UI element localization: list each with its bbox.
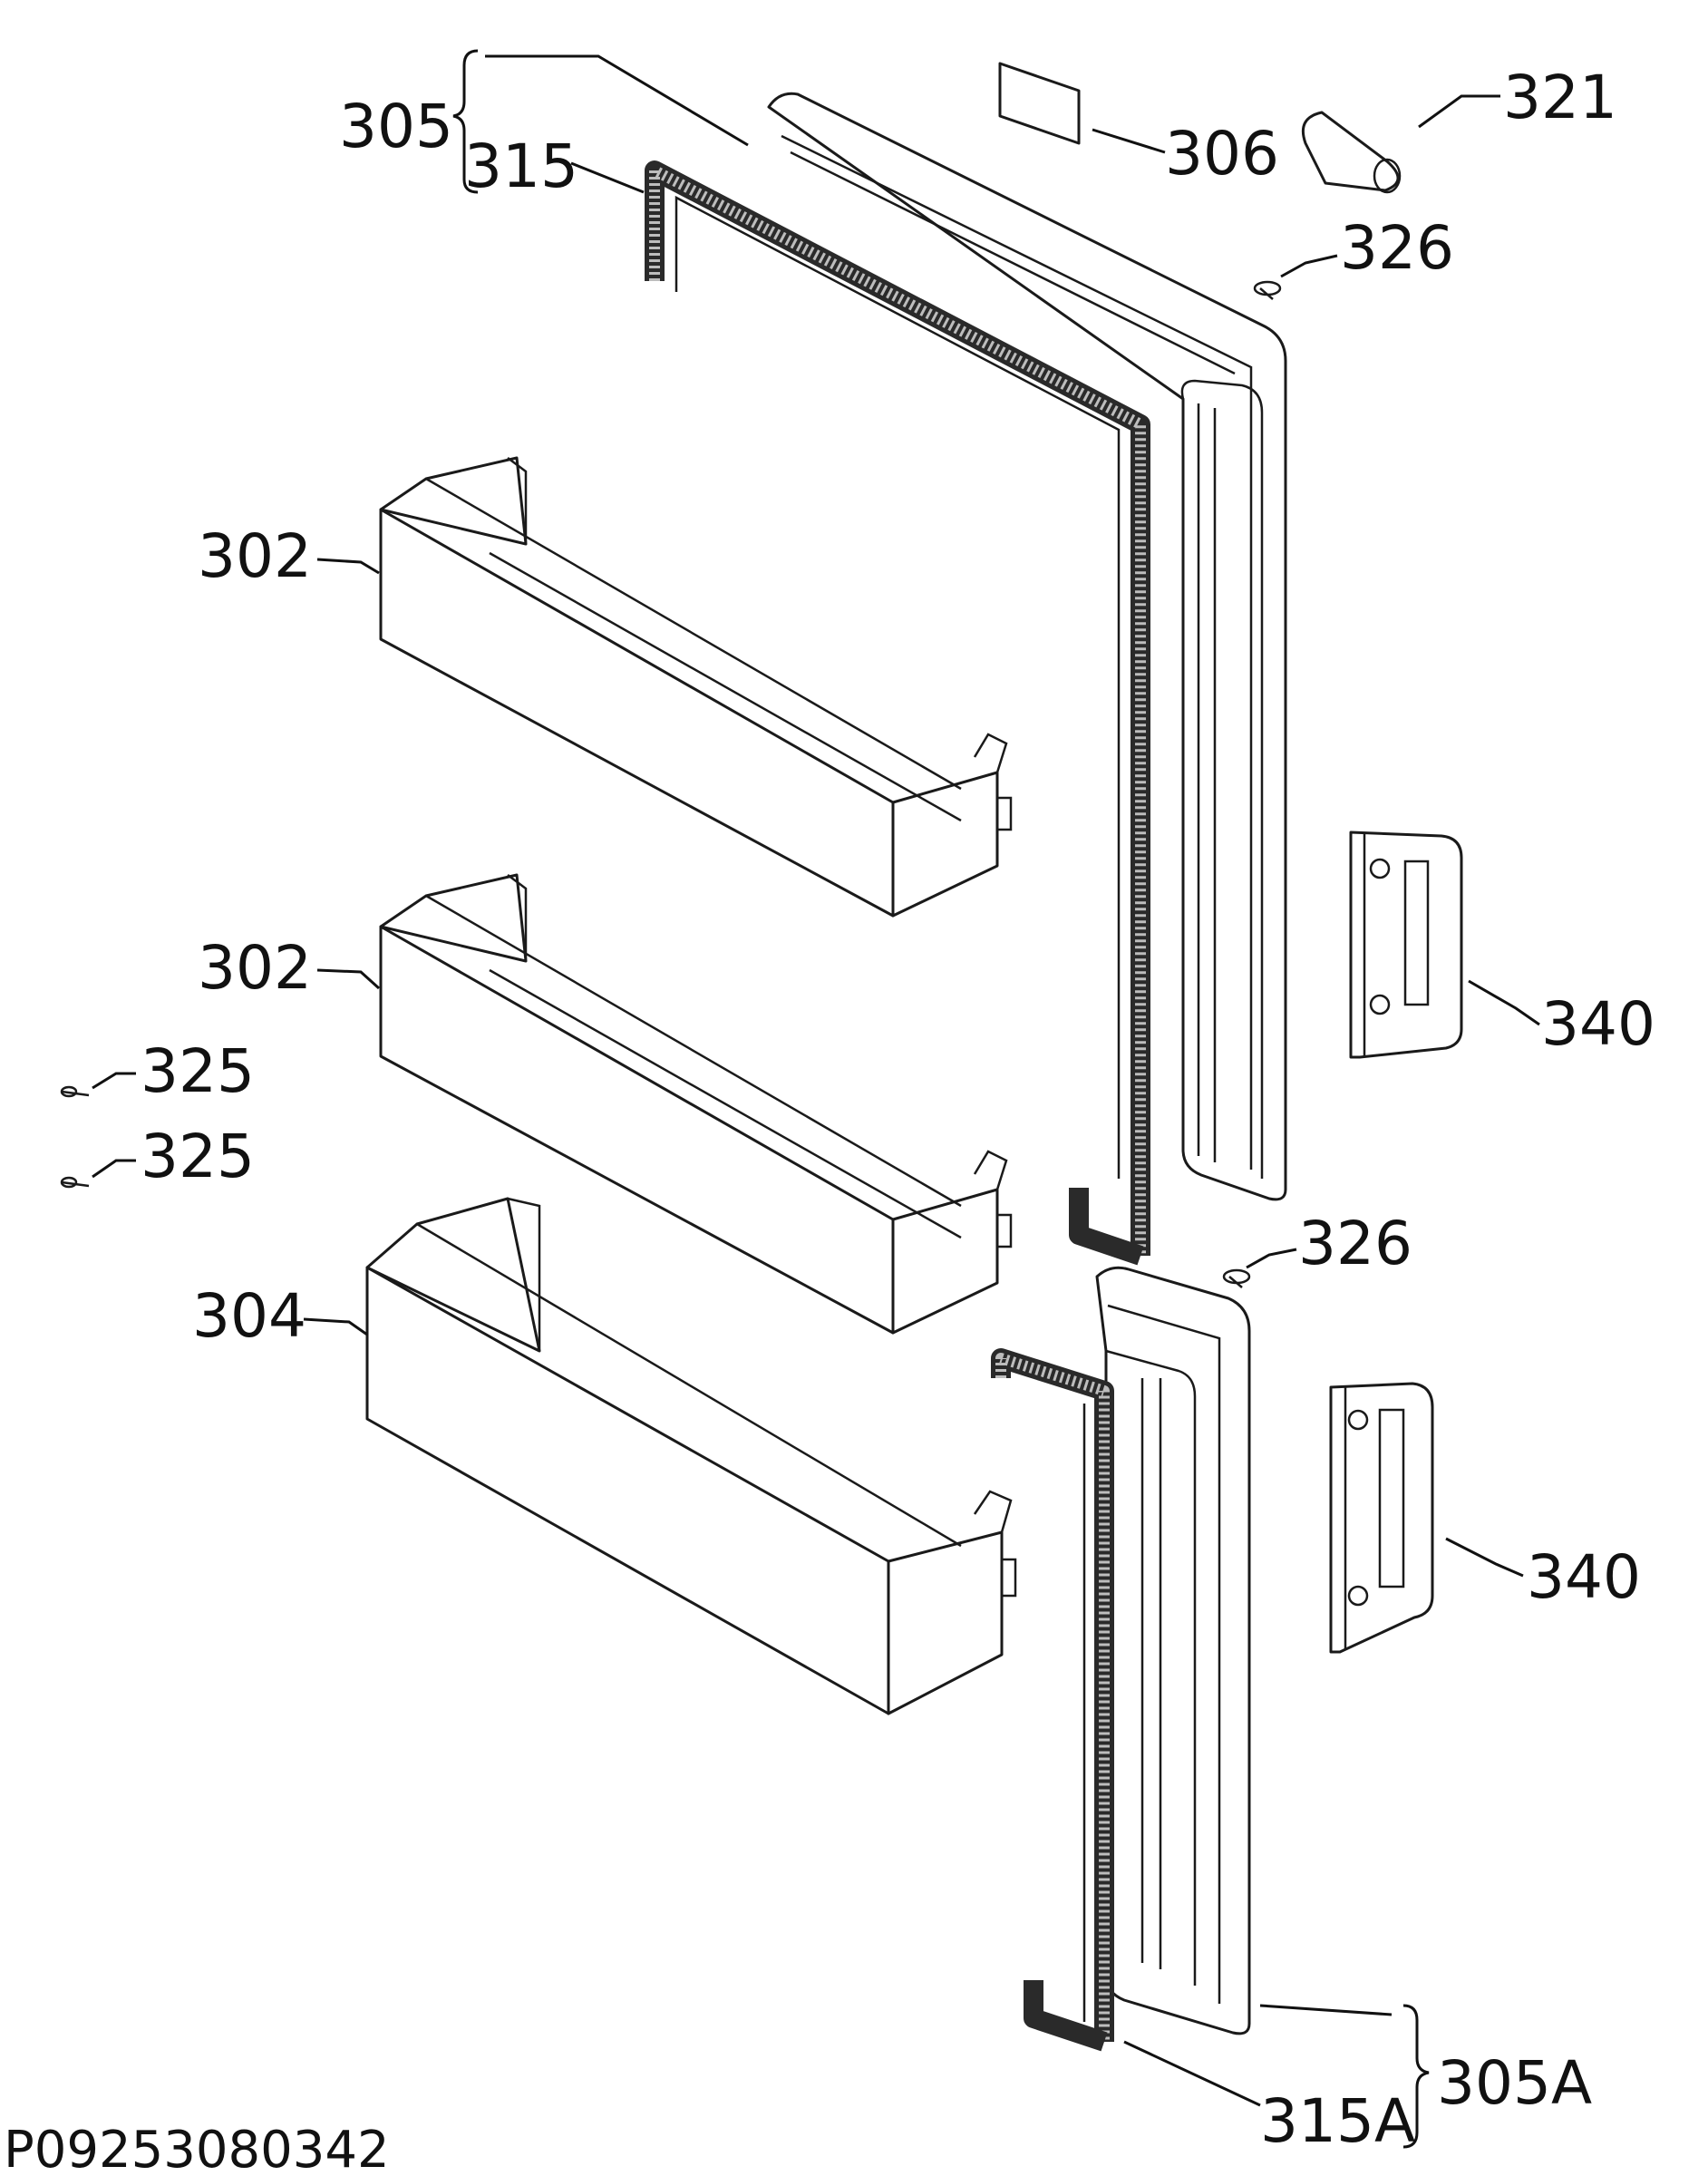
lower-door-gasket (991, 1348, 1114, 2052)
callout-315A: 315A (1260, 2086, 1415, 2156)
callout-302-lower: 302 (198, 933, 312, 1003)
callout-304: 304 (192, 1281, 306, 1351)
rating-label-306 (998, 62, 1081, 145)
screw-325-a (60, 1085, 90, 1098)
upper-door-panel (767, 92, 1287, 1201)
callout-306: 306 (1165, 119, 1279, 189)
drawing-code: P09253080342 (4, 2121, 390, 2176)
door-shelf-middle (379, 873, 1013, 1335)
callout-340-lower: 340 (1527, 1542, 1641, 1612)
hinge-cover-upper (1349, 831, 1463, 1059)
callout-305A: 305A (1437, 2048, 1592, 2118)
callout-325-b: 325 (141, 1122, 255, 1191)
hinge-pin-321 (1301, 111, 1402, 194)
door-shelf-upper (379, 456, 1013, 918)
callout-305: 305 (339, 92, 453, 161)
leader-lines (92, 49, 1540, 2149)
hinge-cover-lower (1329, 1382, 1434, 1654)
callout-325-a: 325 (141, 1036, 255, 1106)
door-shelf-lower (365, 1197, 1017, 1715)
lower-door-panel (1095, 1266, 1251, 2035)
callout-labels: 305 315 306 321 326 302 302 325 325 304 … (141, 63, 1655, 2156)
washer-326-top (1253, 280, 1282, 300)
callout-340-upper: 340 (1541, 989, 1655, 1059)
callout-326-top: 326 (1340, 213, 1454, 283)
screw-325-b (60, 1176, 90, 1189)
callout-315: 315 (464, 131, 578, 201)
washer-326-bottom (1222, 1268, 1251, 1288)
callout-302-upper: 302 (198, 521, 312, 591)
upper-door-gasket (645, 160, 1150, 1266)
callout-326-bottom: 326 (1298, 1209, 1412, 1278)
callout-321: 321 (1503, 63, 1617, 132)
